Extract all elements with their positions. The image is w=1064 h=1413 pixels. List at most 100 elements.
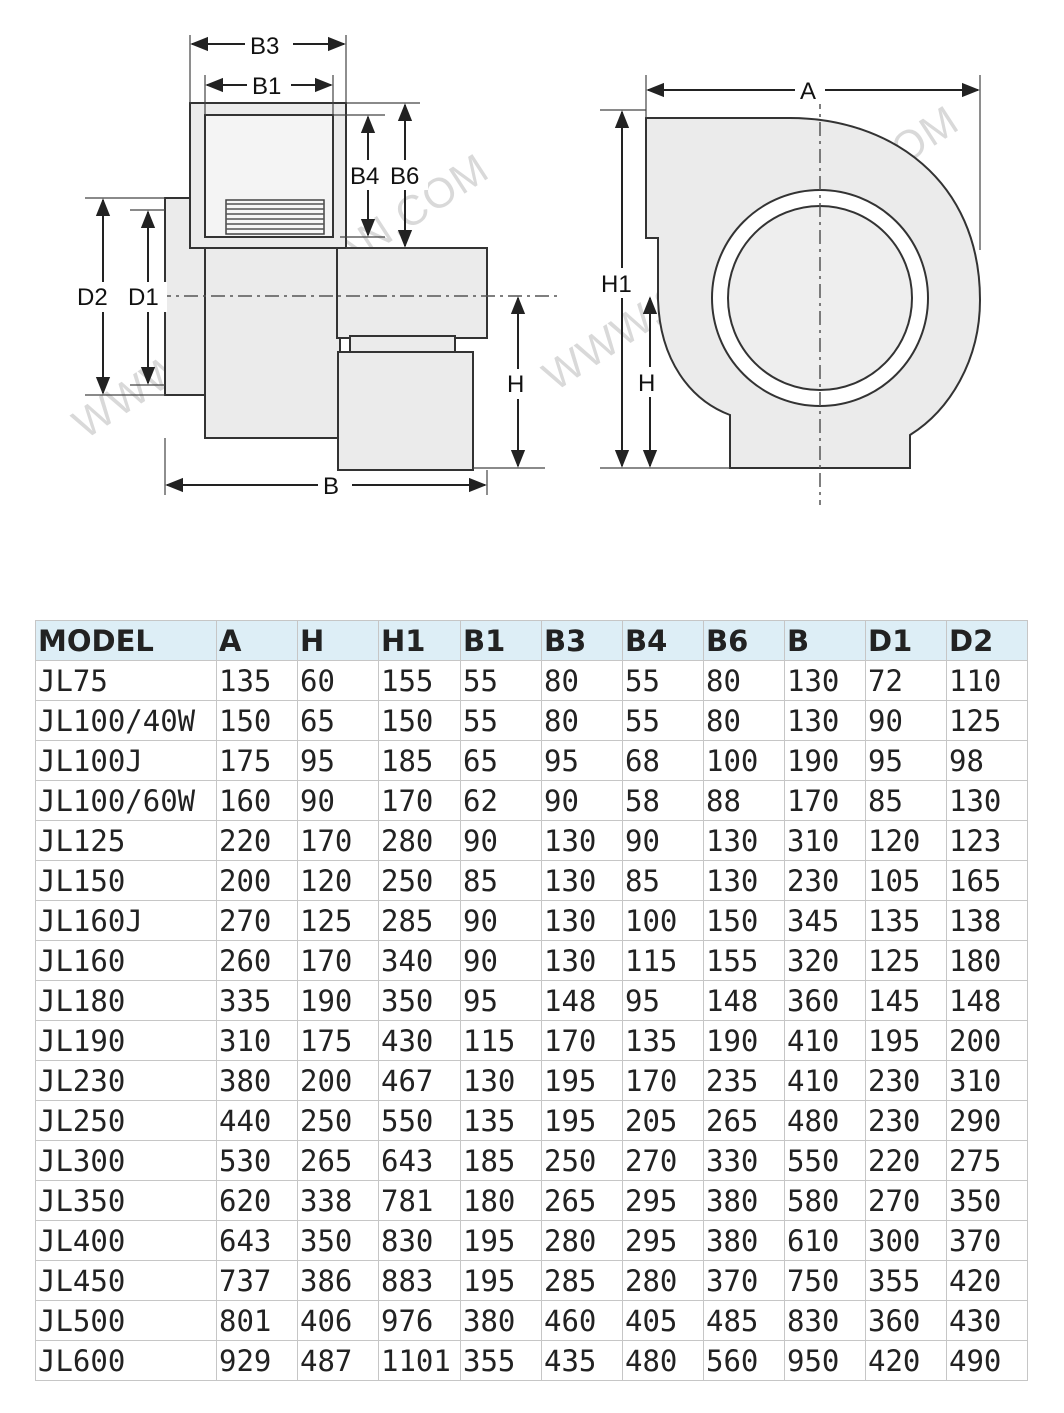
table-cell: 145 [865,980,947,1021]
table-cell: 338 [297,1180,379,1221]
table-cell: 460 [541,1300,623,1341]
scroll-housing [336,247,488,339]
table-cell: 360 [784,980,866,1021]
table-cell: 130 [541,860,623,901]
table-cell: 350 [378,980,461,1021]
table-cell: 110 [946,660,1028,701]
table-cell: 138 [946,900,1028,941]
table-cell: 125 [865,940,947,981]
table-cell: 485 [703,1300,785,1341]
table-cell: 230 [865,1100,947,1141]
table-cell: 260 [216,940,298,981]
table-cell: 185 [460,1140,542,1181]
table-cell: 929 [216,1340,298,1381]
table-cell: 190 [703,1020,785,1061]
table-cell: 200 [216,860,298,901]
table-cell: 270 [865,1180,947,1221]
table-cell: 380 [460,1300,542,1341]
table-cell: 350 [946,1180,1028,1221]
table-cell: 115 [460,1020,542,1061]
motor-housing [204,247,341,439]
table-cell: 781 [378,1180,461,1221]
table-cell: 185 [378,740,461,781]
table-cell: 310 [946,1060,1028,1101]
table-cell: 130 [541,900,623,941]
table-cell: 130 [541,940,623,981]
table-cell: 480 [784,1100,866,1141]
table-cell: 62 [460,780,542,821]
table-cell: 300 [865,1220,947,1261]
column-header-d2: D2 [946,620,1028,661]
column-header-h: H [297,620,379,661]
table-cell: 135 [622,1020,704,1061]
table-cell: 95 [460,980,542,1021]
table-cell: 130 [784,660,866,701]
table-cell: 120 [297,860,379,901]
table-cell: 88 [703,780,785,821]
blower-dimension-diagram: WWW.SHANGLAN.COM WWW.SHANGLAN.COM [64,30,982,505]
table-cell: 130 [946,780,1028,821]
table-cell: 85 [460,860,542,901]
model-cell: JL300 [35,1140,217,1181]
model-cell: JL75 [35,660,217,701]
table-cell: 386 [297,1260,379,1301]
table-cell: 80 [541,700,623,741]
front-view: A H1 H [600,75,982,505]
table-cell: 620 [216,1180,298,1221]
table-cell: 90 [865,700,947,741]
column-header-model: MODEL [35,620,217,661]
table-cell: 950 [784,1340,866,1381]
table-cell: 148 [703,980,785,1021]
column-header-a: A [216,620,298,661]
table-cell: 190 [297,980,379,1021]
table-cell: 135 [865,900,947,941]
model-cell: JL160J [35,900,217,941]
table-cell: 310 [784,820,866,861]
table-cell: 750 [784,1260,866,1301]
table-cell: 130 [460,1060,542,1101]
table-cell: 320 [784,940,866,981]
table-cell: 1101 [378,1340,461,1381]
table-cell: 155 [378,660,461,701]
table-cell: 90 [541,780,623,821]
model-cell: JL600 [35,1340,217,1381]
table-cell: 65 [297,700,379,741]
table-cell: 130 [703,820,785,861]
table-cell: 290 [946,1100,1028,1141]
table-cell: 148 [541,980,623,1021]
table-cell: 355 [865,1260,947,1301]
label-b6: B6 [390,163,419,190]
label-d1: D1 [128,284,159,311]
table-cell: 285 [541,1260,623,1301]
table-cell: 643 [378,1140,461,1181]
table-cell: 275 [946,1140,1028,1181]
table-cell: 976 [378,1300,461,1341]
table-cell: 80 [703,660,785,701]
table-cell: 100 [622,900,704,941]
table-cell: 280 [541,1220,623,1261]
table-cell: 120 [865,820,947,861]
table-cell: 550 [784,1140,866,1181]
table-cell: 295 [622,1220,704,1261]
label-h-front: H [638,370,655,397]
table-cell: 80 [703,700,785,741]
table-cell: 170 [622,1060,704,1101]
column-header-b1: B1 [460,620,542,661]
model-cell: JL500 [35,1300,217,1341]
table-cell: 135 [216,660,298,701]
table-cell: 406 [297,1300,379,1341]
column-header-d1: D1 [865,620,947,661]
table-cell: 440 [216,1100,298,1141]
label-d2: D2 [77,284,108,311]
column-header-b4: B4 [622,620,704,661]
side-view: B3 B1 B4 B6 D2 D1 H B [75,30,560,501]
table-cell: 830 [784,1300,866,1341]
table-cell: 90 [460,940,542,981]
